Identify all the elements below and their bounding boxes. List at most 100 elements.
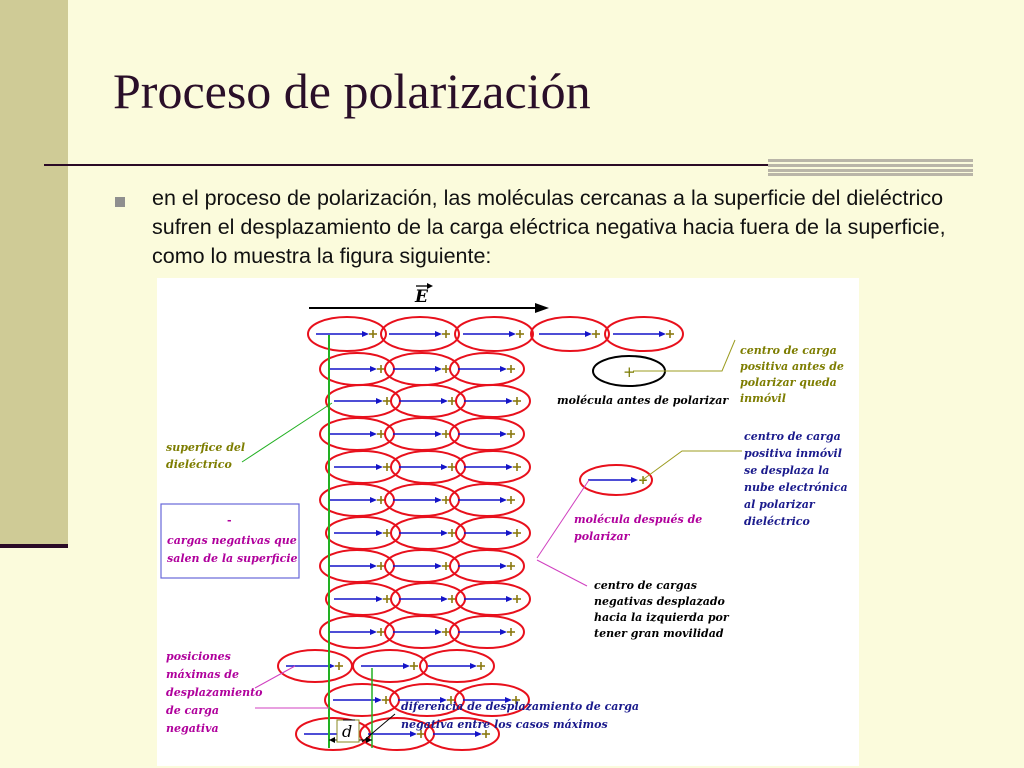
- field-arrowhead: [535, 303, 549, 313]
- legend-line: cargas negativas que: [167, 534, 297, 547]
- molecule-dipole-arrowhead: [435, 497, 442, 503]
- molecule-after-arrowhead: [631, 477, 638, 483]
- polarization-diagram: E + molécula antes de polarizar + centro…: [160, 283, 848, 751]
- label-line: tener gran movilidad: [594, 627, 724, 640]
- molecule-dipole-arrowhead: [506, 596, 513, 602]
- label-line: negativas desplazado: [594, 595, 725, 608]
- molecule-dipole-arrowhead: [441, 398, 448, 404]
- title-striped-bar: [768, 159, 973, 176]
- leader-max-positions-a: [254, 665, 296, 689]
- field-symbol: E: [414, 287, 429, 307]
- molecule-dipole-arrowhead: [370, 431, 377, 437]
- molecule-ellipse: [454, 683, 530, 717]
- molecule-dipole-arrowhead: [376, 530, 383, 536]
- label-molecule-before: molécula antes de polarizar: [557, 394, 729, 407]
- molecule-dipole-arrowhead: [376, 596, 383, 602]
- label-molecule-after: molécula después de polarizar: [574, 513, 702, 543]
- polarization-figure: E + molécula antes de polarizar + centro…: [157, 278, 859, 766]
- molecule-dipole-arrowhead: [505, 697, 512, 703]
- molecule-ellipse: [307, 316, 387, 352]
- molecule-dipole-arrowhead: [506, 464, 513, 470]
- molecule-grid: [277, 316, 684, 751]
- legend-minus-sign: -: [227, 514, 232, 527]
- molecule-dipole-arrowhead: [659, 331, 666, 337]
- molecule-dipole-arrowhead: [376, 464, 383, 470]
- bullet-marker: [115, 197, 125, 207]
- label-line: dieléctrico: [744, 515, 810, 528]
- molecule-dipole-arrowhead: [410, 731, 417, 737]
- molecule-dipole-arrowhead: [441, 464, 448, 470]
- field-vector-bar-head: [427, 283, 433, 289]
- label-line: de carga: [166, 704, 219, 717]
- molecule-ellipse: [604, 316, 684, 352]
- molecule-dipole-arrowhead: [500, 497, 507, 503]
- molecule-ellipse: [455, 384, 531, 418]
- bullet-text: en el proceso de polarización, las moléc…: [152, 186, 946, 268]
- label-line: positiva inmóvil: [744, 447, 842, 460]
- molecule-dipole-arrowhead: [435, 431, 442, 437]
- label-line: superfice del: [166, 441, 245, 454]
- molecule-dipole-arrowhead: [370, 629, 377, 635]
- label-surface: superfice del dieléctrico: [166, 441, 245, 471]
- left-decorative-strip: [0, 0, 68, 548]
- molecule-dipole-arrowhead: [403, 663, 410, 669]
- dimension-arrow-left: [329, 737, 335, 743]
- label-center-negative-displaced: centro de cargas negativas desplazado ha…: [594, 579, 730, 640]
- label-line: polarizar: [574, 530, 631, 543]
- molecule-dipole-arrowhead: [435, 629, 442, 635]
- molecule-dipole-arrowhead: [370, 563, 377, 569]
- d-symbol: d: [342, 722, 352, 741]
- molecule-ellipse: [380, 316, 460, 352]
- molecule-dipole-arrowhead: [506, 530, 513, 536]
- label-line: nube electrónica: [744, 481, 848, 494]
- label-line: desplazamiento: [166, 686, 263, 699]
- molecule-dipole-arrowhead: [375, 697, 382, 703]
- label-displacement-difference: diferencia de desplazamiento de carga ne…: [401, 700, 639, 731]
- label-line: posiciones: [166, 650, 231, 663]
- label-line: hacia la izquierda por: [594, 611, 730, 624]
- molecule-dipole-arrowhead: [376, 398, 383, 404]
- molecule-dipole-arrowhead: [370, 497, 377, 503]
- molecule-dipole-arrowhead: [362, 331, 369, 337]
- label-line: molécula después de: [574, 513, 702, 526]
- slide-title: Proceso de polarización: [113, 63, 591, 119]
- molecule-dipole-arrowhead: [441, 596, 448, 602]
- molecule-ellipse: [449, 549, 525, 583]
- leader-center-positive-before: [633, 339, 736, 372]
- label-line: máximas de: [166, 668, 239, 681]
- molecule-dipole-arrowhead: [475, 731, 482, 737]
- label-line: negativa: [166, 722, 219, 735]
- label-max-positions: posiciones máximas de desplazamiento de …: [166, 650, 263, 735]
- molecule-ellipse: [449, 417, 525, 451]
- label-center-positive-before: centro de carga positiva antes de polari…: [740, 344, 844, 405]
- legend-line: salen de la superficie: [167, 552, 298, 565]
- molecule-ellipse: [449, 615, 525, 649]
- molecule-dipole-arrowhead: [470, 663, 477, 669]
- legend-negative-charges-box: [160, 503, 300, 579]
- molecule-dipole-arrowhead: [585, 331, 592, 337]
- label-line: inmóvil: [740, 392, 786, 405]
- molecule-dipole-arrowhead: [441, 530, 448, 536]
- leader-molecule-after: [536, 479, 590, 559]
- molecule-ellipse: [455, 516, 531, 550]
- label-line: al polarizar: [744, 498, 816, 511]
- molecule-dipole-arrowhead: [500, 629, 507, 635]
- label-line: centro de cargas: [594, 579, 697, 592]
- molecule-dipole-arrowhead: [500, 431, 507, 437]
- molecule-ellipse: [419, 649, 495, 683]
- label-line: diferencia de desplazamiento de carga: [401, 700, 639, 713]
- label-line: negativa entre los casos máximos: [401, 718, 608, 731]
- molecule-dipole-arrowhead: [435, 366, 442, 372]
- label-line: polarizar queda: [740, 376, 837, 389]
- label-line: positiva antes de: [740, 360, 844, 373]
- molecule-ellipse: [454, 316, 534, 352]
- label-line: centro de carga: [744, 430, 841, 443]
- molecule-ellipse: [449, 483, 525, 517]
- leader-displacement-difference: [361, 713, 396, 743]
- leader-surface: [241, 402, 333, 463]
- leader-center-negative-displaced: [536, 559, 588, 587]
- molecule-ellipse: [455, 582, 531, 616]
- molecule-dipole-arrowhead: [500, 563, 507, 569]
- label-center-positive-immobile: centro de carga positiva inmóvil se desp…: [744, 430, 848, 528]
- label-line: se desplaza la: [744, 464, 829, 477]
